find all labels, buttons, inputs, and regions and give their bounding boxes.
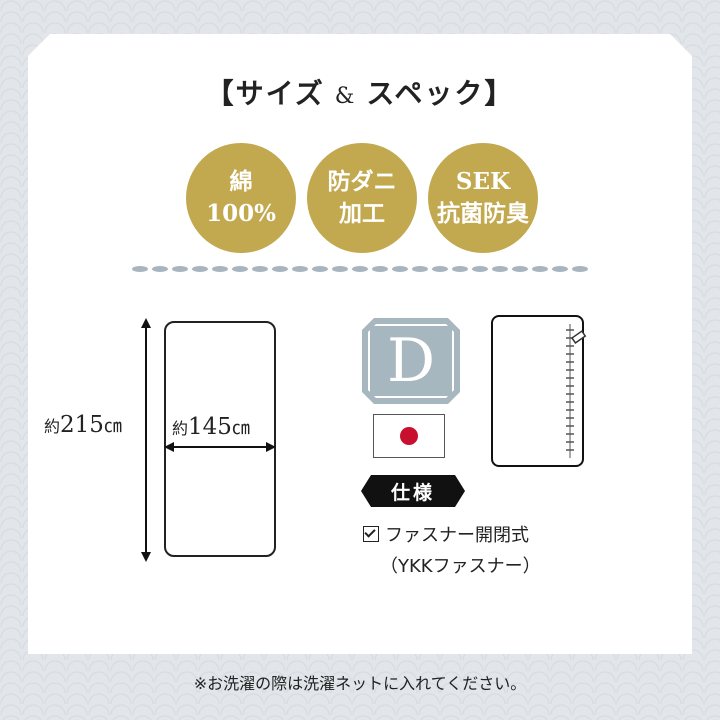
spec-item-ykk: （YKKファスナー）	[380, 556, 541, 577]
length-unit: ㎝	[103, 416, 122, 437]
width-prefix: 約	[172, 419, 189, 438]
size-letter: D	[386, 326, 436, 396]
flag-sun	[400, 427, 418, 445]
feature-sek-badge: SEK 抗菌防臭	[428, 143, 538, 253]
feature-line: 防ダニ	[327, 168, 397, 195]
feature-line: 抗菌防臭	[437, 200, 529, 227]
title-right: スペック】	[366, 77, 515, 110]
spec-label: 仕様	[361, 475, 465, 507]
length-label: 約215㎝	[44, 412, 122, 438]
japan-flag-icon	[373, 414, 445, 458]
zipper-teeth-icon	[566, 324, 587, 458]
width-value: 145	[188, 414, 232, 440]
zipper-cover-icon	[491, 315, 584, 467]
size-d-badge: D	[362, 318, 460, 404]
mattress-outline	[164, 321, 276, 557]
spec-item-text: ファスナー開閉式	[385, 525, 529, 546]
width-arrow	[164, 442, 276, 452]
title-left: 【サイズ	[205, 77, 325, 110]
length-prefix: 約	[44, 417, 61, 436]
spec-item-zipper: ファスナー開閉式	[363, 521, 529, 547]
content-card	[28, 34, 692, 654]
wave-divider	[132, 266, 588, 272]
page-title: 【サイズ&スペック】	[0, 72, 720, 112]
feature-cotton-badge: 綿 100%	[186, 143, 296, 253]
badge-frame	[368, 324, 454, 398]
care-note: ※お洗濯の際は洗濯ネットに入れてください。	[193, 674, 527, 693]
length-arrow	[141, 318, 151, 562]
length-value: 215	[60, 412, 104, 438]
feature-line: 綿	[229, 168, 253, 195]
feature-line: 100%	[206, 200, 276, 227]
feature-antimite-badge: 防ダニ 加工	[307, 143, 417, 253]
feature-line: 加工	[339, 200, 385, 227]
checkbox-icon	[363, 526, 379, 542]
width-unit: ㎝	[231, 418, 250, 439]
width-label: 約145㎝	[172, 414, 250, 440]
feature-line: SEK	[455, 168, 511, 195]
title-amp: &	[334, 84, 357, 109]
